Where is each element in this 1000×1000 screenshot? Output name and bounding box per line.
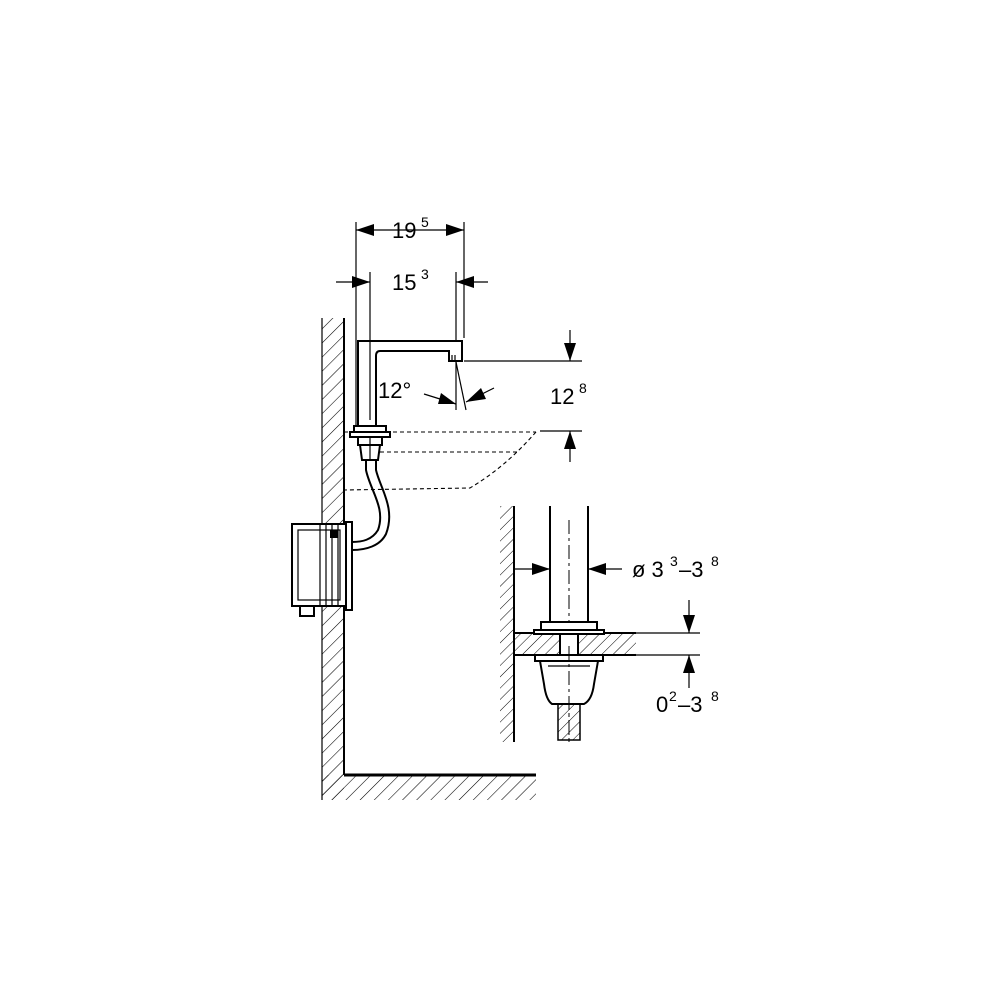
dimension-spout-reach: 15 3: [336, 266, 488, 420]
deck-thickness-sup-1: 2: [669, 688, 677, 704]
overall-width-value: 19: [392, 218, 416, 243]
spout-reach-superscript: 3: [421, 266, 429, 282]
overall-width-superscript: 5: [421, 214, 429, 230]
deck-thickness-sup-2: 8: [711, 688, 719, 704]
pipe-diameter-range: –3: [679, 557, 703, 582]
dimension-pipe-diameter: ø 3 3 –3 8: [514, 553, 719, 582]
pipe-diameter-sup-1: 3: [670, 553, 678, 569]
detail-fixing-set: [533, 621, 605, 742]
dimension-overall-width: 19 5: [355, 214, 465, 426]
floor: [322, 773, 536, 800]
concealed-box: [291, 521, 353, 617]
spout-reach-value: 15: [392, 270, 416, 295]
dimension-spout-angle: 12°: [378, 361, 495, 411]
spout-height-superscript: 8: [579, 380, 587, 396]
deck-thickness-range: –3: [678, 692, 702, 717]
faucet: [357, 340, 463, 430]
pipe-diameter-sup-2: 8: [711, 553, 719, 569]
spout-angle-value: 12°: [378, 378, 411, 403]
spout-height-value: 12: [550, 384, 574, 409]
pipe-diameter-value: ø 3: [632, 557, 664, 582]
detail-wall: [500, 506, 515, 742]
faucet-base: [349, 425, 391, 461]
supply-hose: [351, 460, 391, 551]
deck-thickness-value: 0: [656, 692, 668, 717]
dimension-deck-thickness: 0 2 –3 8: [636, 600, 719, 717]
dimension-spout-height: 12 8: [464, 330, 587, 462]
